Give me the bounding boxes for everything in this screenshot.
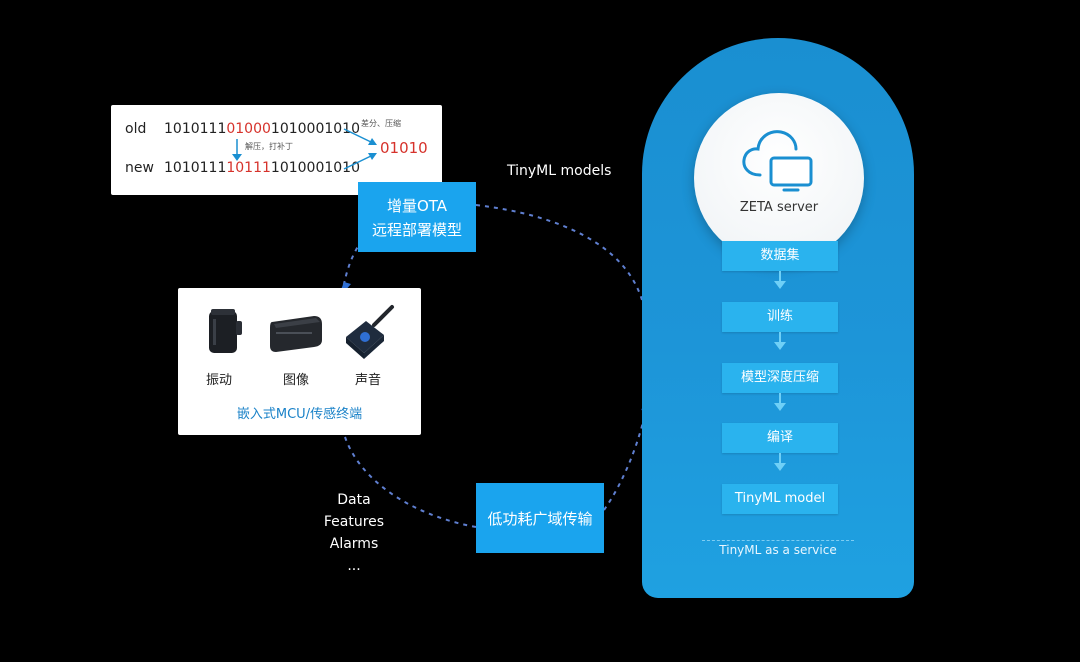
diff-arrows [232,128,377,170]
uplink-item: Data [337,492,371,508]
vibration-sensor-icon [209,309,242,353]
uplink-item: Alarms [329,536,379,552]
diff-result: 01010 [380,139,428,157]
ota-tag-line2: 远程部署模型 [371,220,462,239]
camera-sensor-icon [270,316,322,352]
device-caption: 嵌入式MCU/传感终端 [236,407,363,422]
step-compress: 模型深度压缩 [722,363,838,393]
ota-diff-box [111,105,442,195]
step-connector [779,393,781,405]
uplink-item: Features [323,514,385,530]
device-label-image: 图像 [282,373,309,388]
cloud-computer-icon [742,130,813,192]
uplink-data-list: Data Features Alarms ... [314,489,394,577]
ota-tag-line1: 增量OTA [386,196,448,215]
arrow-down-icon [774,281,786,289]
new-label: new [125,160,154,176]
ota-tag: 增量OTA 远程部署模型 [358,182,476,252]
new-bits: 1010111101111010001010 [164,160,360,176]
arrow-down-icon [774,463,786,471]
loop-arc-left-bottom [344,436,477,528]
step-tinyml-model: TinyML model [722,484,838,514]
arrow-down-icon [774,403,786,411]
sound-sensor-icon [346,305,394,359]
device-label-vibration: 振动 [205,373,232,388]
step-train: 训练 [722,302,838,332]
service-label: TinyML as a service [719,543,837,557]
decompress-note: 解压，打补丁 [245,142,293,151]
lpwan-tag-label: 低功耗广域传输 [487,509,593,528]
old-bits: 1010111010001010001010 [164,121,360,137]
tinyml-models-label: TinyML models [507,163,612,179]
step-connector [779,453,781,465]
uplink-item: ... [347,558,361,574]
device-label-sound: 声音 [354,373,381,388]
arrow-down-icon [774,342,786,350]
step-compile: 编译 [722,423,838,453]
step-connector [779,271,781,283]
service-divider [702,540,854,541]
server-name: ZETA server [739,200,819,215]
step-connector [779,332,781,344]
diff-note: 差分、压缩 [361,119,401,128]
lpwan-tag: 低功耗广域传输 [476,483,604,553]
loop-arc-right-bottom [603,404,648,511]
loop-arc-top [475,204,643,301]
step-dataset: 数据集 [722,241,838,271]
old-label: old [125,121,147,137]
